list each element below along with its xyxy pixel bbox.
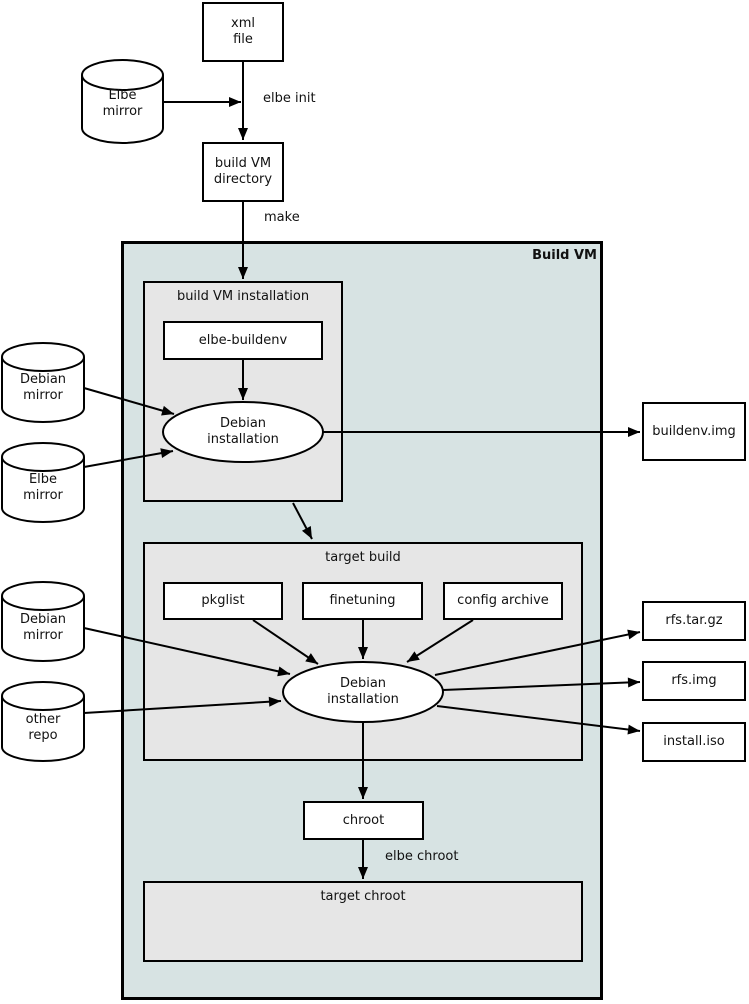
node-config-archive: config archive <box>443 582 563 620</box>
node-buildenv-img: buildenv.img <box>642 402 746 461</box>
elbe-mirror-top-cylinder <box>81 59 164 144</box>
node-chroot: chroot <box>303 801 424 840</box>
elbe-mirror-mid-cylinder <box>1 442 85 523</box>
edge-debian-installation-to-rfs-img <box>442 677 641 691</box>
node-rfs-tar-gz: rfs.tar.gz <box>642 601 746 641</box>
debian-mirror-mid-cylinder <box>1 342 85 423</box>
edge-build-vm-installation-to-target-build <box>292 502 313 540</box>
edge-debian-mirror-low-to-debian-installation <box>83 627 291 677</box>
other-repo-cylinder <box>1 681 85 762</box>
edge-label-elbe-chroot: elbe chroot <box>385 849 459 864</box>
node-pkglist: pkglist <box>163 582 283 620</box>
edge-debian-mirror-mid-to-debian-installation <box>83 387 175 416</box>
edge-other-repo-to-debian-installation <box>83 696 282 714</box>
node-xml-file: xml file <box>202 2 284 62</box>
node-elbe-buildenv: elbe-buildenv <box>163 321 323 360</box>
build-vm-installation-label: build VM installation <box>176 289 310 304</box>
other-repo-label: other repo <box>25 712 61 743</box>
elbe-mirror-mid-label: Elbe mirror <box>23 472 63 503</box>
target-build-label: target build <box>325 550 401 565</box>
edge-config-archive-to-debian-installation <box>406 619 474 663</box>
node-build-vm-directory: build VM directory <box>202 142 284 202</box>
node-rfs-img: rfs.img <box>642 661 746 701</box>
target-chroot-label: target chroot <box>320 889 406 904</box>
edge-elbe-mirror-mid-to-debian-installation <box>83 448 174 468</box>
debian-installation-target-label: Debian installation <box>327 676 399 707</box>
debian-installation-buildenv-label: Debian installation <box>207 416 279 447</box>
edge-debian-installation-to-rfs-tar-gz <box>434 629 641 676</box>
edge-label-make: make <box>264 210 300 225</box>
elbe-mirror-top-label: Elbe mirror <box>102 88 143 119</box>
debian-mirror-low-cylinder <box>1 581 85 662</box>
build-vm-container-label: Build VM <box>532 248 597 263</box>
edge-pkglist-to-debian-installation <box>252 619 319 665</box>
target-chroot-panel <box>143 881 583 962</box>
edge-debian-installation-to-install-iso <box>436 705 641 735</box>
debian-mirror-mid-label: Debian mirror <box>19 372 67 403</box>
node-finetuning: finetuning <box>302 582 423 620</box>
edge-label-elbe-init: elbe init <box>263 91 316 106</box>
node-install-iso: install.iso <box>642 722 746 762</box>
debian-mirror-low-label: Debian mirror <box>19 612 67 643</box>
